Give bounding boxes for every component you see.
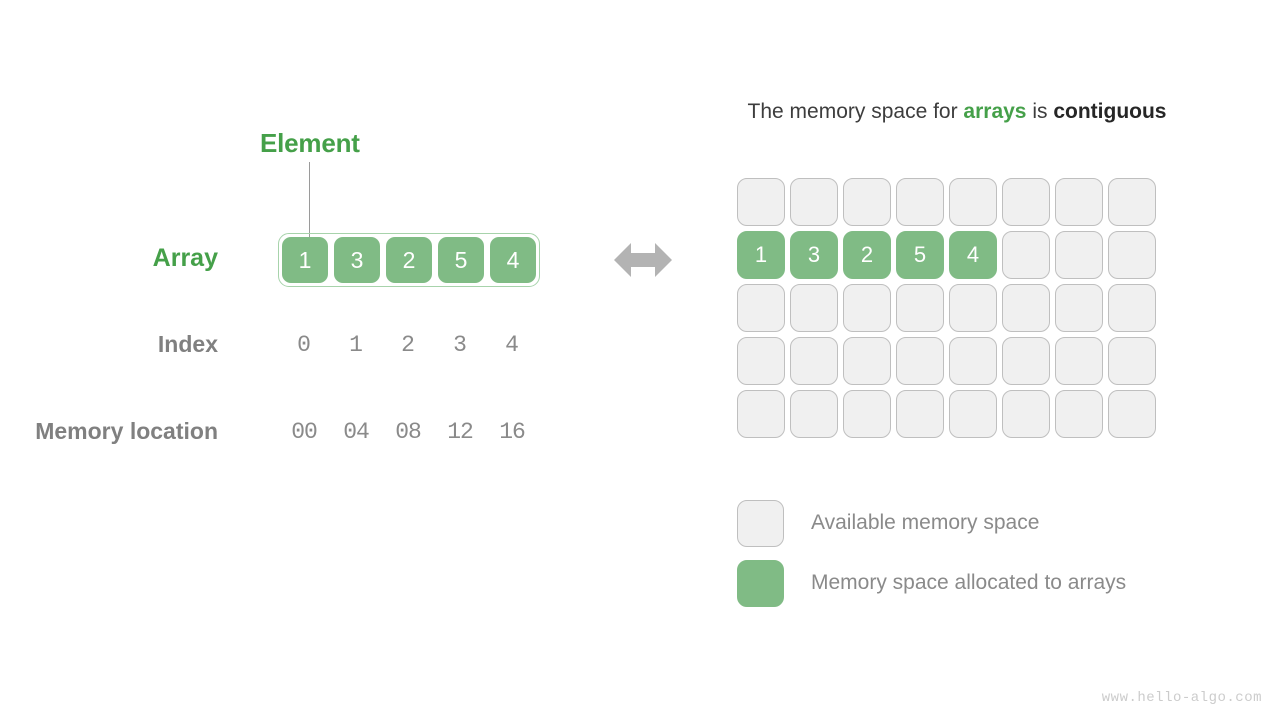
index-value: 2	[401, 332, 415, 358]
memory-cell-available	[1108, 284, 1156, 332]
memory-cell-available	[1002, 337, 1050, 385]
memory-cell-allocated: 2	[843, 231, 891, 279]
memory-cell-available	[737, 178, 785, 226]
memory-cell-available	[790, 337, 838, 385]
memory-location-value: 12	[447, 419, 474, 445]
memory-cell-available	[949, 337, 997, 385]
index-row-label: Index	[157, 331, 218, 357]
array-cell: 5	[438, 237, 484, 283]
memory-cell-allocated: 5	[896, 231, 944, 279]
memory-cell-available	[1055, 390, 1103, 438]
memory-title: The memory space for arrays is contiguou…	[712, 100, 1202, 124]
memory-cell-available	[1055, 337, 1103, 385]
index-value-row: 0 1 2 3 4	[281, 332, 535, 358]
memory-cell-available	[949, 284, 997, 332]
array-row-label: Array	[152, 244, 218, 272]
index-value: 4	[505, 332, 519, 358]
memory-cell-allocated: 4	[949, 231, 997, 279]
memory-cell-available	[843, 284, 891, 332]
memory-cell-available	[737, 390, 785, 438]
legend-item: Memory space allocated to arrays	[737, 553, 1126, 613]
memory-cell-available	[949, 390, 997, 438]
memory-grid-row	[737, 337, 1161, 390]
memory-cell-available	[1108, 178, 1156, 226]
memory-cell-available	[843, 178, 891, 226]
memory-cell-available	[1055, 178, 1103, 226]
legend-swatch-allocated	[737, 559, 784, 607]
legend-label: Memory space allocated to arrays	[811, 571, 1127, 594]
memory-cell-available	[1108, 390, 1156, 438]
memory-cell-available	[790, 178, 838, 226]
memory-cell-available	[896, 390, 944, 438]
legend-swatch-available	[737, 499, 784, 547]
memory-cell-available	[1108, 337, 1156, 385]
memory-title-part1: The memory space for	[747, 100, 964, 123]
memory-cell-available	[790, 284, 838, 332]
double-arrow-horizontal-icon	[612, 238, 674, 282]
memory-location-value: 04	[343, 419, 370, 445]
memory-title-arrays-highlight: arrays	[963, 100, 1027, 123]
memory-cell-available	[843, 337, 891, 385]
element-callout-label: Element	[260, 128, 360, 158]
memory-location-value: 16	[499, 419, 526, 445]
index-value: 1	[349, 332, 363, 358]
memory-location-value-row: 00 04 08 12 16	[281, 419, 535, 445]
array-cell: 2	[386, 237, 432, 283]
memory-cell-available	[1002, 390, 1050, 438]
memory-grid-row	[737, 390, 1161, 443]
memory-cell-allocated: 3	[790, 231, 838, 279]
array-cell: 3	[334, 237, 380, 283]
memory-cell-available	[843, 390, 891, 438]
memory-cell-allocated: 1	[737, 231, 785, 279]
memory-layout-panel: The memory space for arrays is contiguou…	[700, 0, 1280, 720]
array-cell: 4	[490, 237, 536, 283]
element-callout-leader-line	[309, 162, 310, 237]
memory-cell-available	[1002, 231, 1050, 279]
memory-grid-row	[737, 178, 1161, 231]
watermark: www.hello-algo.com	[1101, 690, 1262, 706]
memory-cell-available	[1055, 284, 1103, 332]
memory-cell-available	[949, 178, 997, 226]
array-cell: 1	[282, 237, 328, 283]
memory-cell-available	[1108, 231, 1156, 279]
memory-location-value: 00	[291, 419, 318, 445]
index-value: 3	[453, 332, 467, 358]
memory-location-row-label: Memory location	[35, 418, 218, 444]
memory-cell-available	[1055, 231, 1103, 279]
memory-cell-available	[896, 178, 944, 226]
memory-cell-available	[737, 337, 785, 385]
memory-cell-available	[1002, 178, 1050, 226]
memory-cell-available	[737, 284, 785, 332]
memory-cell-available	[896, 284, 944, 332]
memory-grid-row	[737, 284, 1161, 337]
memory-title-part2: is	[1026, 100, 1054, 123]
index-value: 0	[297, 332, 311, 358]
memory-cell-available	[790, 390, 838, 438]
memory-title-contiguous-highlight: contiguous	[1053, 100, 1167, 123]
legend-item: Available memory space	[737, 493, 1126, 553]
memory-cell-available	[1002, 284, 1050, 332]
legend-label: Available memory space	[811, 511, 1040, 534]
memory-location-value: 08	[395, 419, 422, 445]
memory-cell-available	[896, 337, 944, 385]
